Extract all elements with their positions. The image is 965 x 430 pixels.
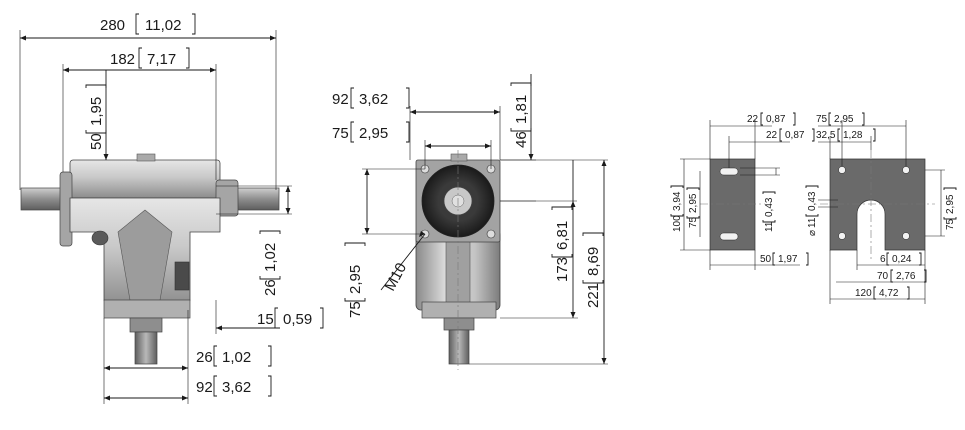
bracket-left-dim-lines [680,120,800,270]
bracket-right-dim-lines [818,120,945,304]
side-overall-length-mm: 280 [100,17,125,34]
front-top-offset-in: 1,81 [513,95,530,124]
bracket-left-slot-width-mm: 11 [764,221,775,232]
bracket-left-slot-spacing-in: 2,95 [688,193,699,213]
bracket-left-slot-offset-mm: 22 [766,130,778,141]
front-hole-vertical-in: 2,95 [347,265,364,294]
bracket-right-hole-spacing-h-in: 2,95 [834,114,854,125]
front-center-height-mm: 173 [554,257,571,282]
bracket-right-width-mm: 120 [855,288,872,299]
bracket-left: 22 0,87 22 0,87 100 3,94 75 2,95 11 0,43… [670,112,815,270]
front-top-offset-mm: 46 [513,131,530,148]
bracket-right: 75 2,95 32,5 1,28 ⌀ 11 0,43 75 2,95 6 0,… [805,112,957,304]
side-shaft-offset-in: 1,02 [262,243,279,272]
front-hole-spacing-in: 2,95 [359,125,388,142]
bracket-right-width-in: 4,72 [879,288,899,299]
bracket-right-hole-dia-mm: 11 [807,217,818,228]
side-top-nub [136,153,156,162]
bracket-left-slot-offset-in: 0,87 [785,130,805,141]
front-plate-width-mm: 92 [332,91,349,108]
side-top-height-mm: 50 [88,133,105,150]
front-bottom-shaft [448,329,470,365]
side-shaft-offset-mm: 26 [262,279,279,296]
front-hole-spacing-mm: 75 [332,125,349,142]
front-base [421,301,497,319]
bracket-left-edge-offset-in: 0,87 [766,114,786,125]
bracket-right-hole-spacing-v-in: 2,95 [945,194,956,214]
side-shaft-right [236,187,280,211]
bracket-right-hole-edge-mm: 32,5 [816,130,836,141]
side-body-web [117,209,173,301]
side-inner-length-in: 7,17 [147,51,176,68]
bracket-left-slot-bottom [719,232,739,241]
bracket-left-width-mm: 50 [760,254,772,265]
bracket-right-slot-depth-in: 2,76 [896,271,916,282]
bracket-right-thickness-in: 0,24 [892,254,912,265]
side-view: 280 11,02 182 7,17 50 1,95 26 1,02 15 0,… [19,13,324,404]
bracket-right-plate [829,158,926,251]
front-overall-height-in: 8,69 [585,247,602,276]
bracket-right-hole-dia-in: 0,43 [807,191,818,211]
side-flange-step-mm: 15 [257,311,274,328]
side-bottom-shaft [134,331,158,365]
bracket-left-height-in: 3,94 [672,191,683,211]
front-thread-label: M10 [382,260,411,294]
arrowheads [20,35,607,401]
front-hole-vertical-mm: 75 [347,301,364,318]
front-bottom-hub [443,317,475,331]
bracket-right-thickness-mm: 6 [880,254,886,265]
bracket-right-holes [838,166,910,240]
front-view: 92 3,62 75 2,95 46 1,81 75 2,95 M10 173 … [332,74,608,370]
bracket-right-slot-depth-mm: 70 [877,271,889,282]
bracket-right-hole-spacing-v-mm: 75 [945,218,956,230]
front-center-height-in: 6,81 [554,221,571,250]
side-overall-length-in: 11,02 [145,17,181,34]
side-shaft-left [20,187,64,211]
bracket-left-edge-offset-mm: 22 [747,114,759,125]
side-bottom-shaft-mm: 26 [196,349,213,366]
front-top-nub [450,153,468,162]
side-base [103,299,191,319]
bracket-right-hole-spacing-h-mm: 75 [816,114,828,125]
bracket-left-slot-spacing-mm: 75 [688,216,699,228]
bracket-right-hole-edge-in: 1,28 [843,130,863,141]
side-top-height-in: 1,95 [88,97,105,126]
side-label-plate [174,261,190,291]
side-base-width-in: 3,62 [222,379,251,396]
bracket-right-hole-dia-symbol: ⌀ [807,230,818,236]
side-bottom-shaft-in: 1,02 [222,349,251,366]
side-top-cover [69,159,221,199]
front-dim-lines [362,74,608,370]
bracket-left-width-in: 1,97 [778,254,798,265]
side-inner-length-mm: 182 [110,51,135,68]
side-oil-plug [91,230,109,246]
bracket-left-slot-width-in: 0,43 [764,197,775,217]
front-plate-width-in: 3,62 [359,91,388,108]
side-flange-step-in: 0,59 [283,311,312,328]
side-bottom-hub [129,317,163,333]
side-base-width-mm: 92 [196,379,213,396]
front-overall-height-mm: 221 [585,283,602,308]
bracket-left-height-mm: 100 [672,215,683,232]
bracket-left-slot-top [719,167,739,176]
